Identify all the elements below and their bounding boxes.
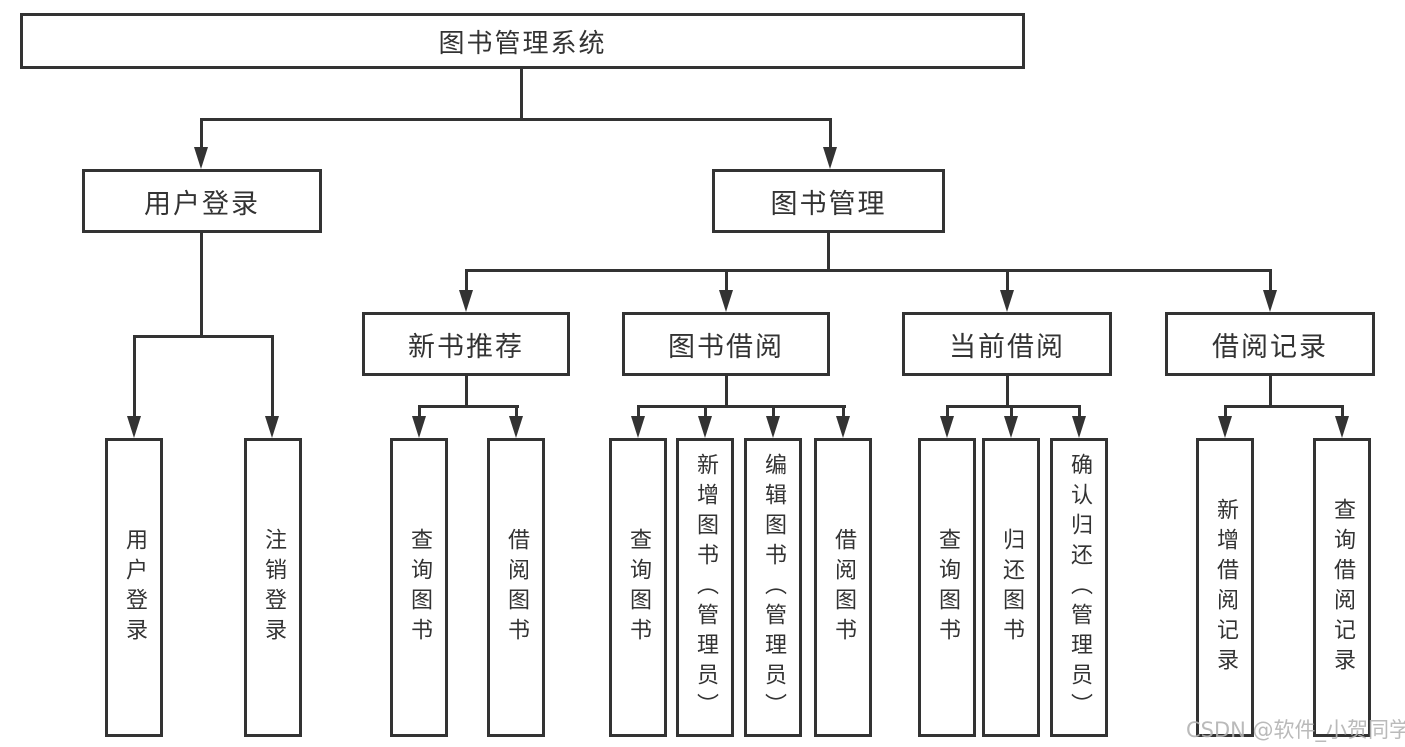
connector-drop-level3 — [1269, 269, 1272, 292]
connector-book-management-stem — [827, 233, 830, 272]
connector-current-stem — [1006, 376, 1009, 408]
connector-drop-user-login — [200, 118, 203, 149]
connector-root-stem — [520, 69, 523, 121]
connector-recommend-stem — [465, 376, 468, 408]
connector-records-stem — [1269, 376, 1272, 408]
arrow-down-icon — [823, 147, 837, 169]
node-label: 图书借阅 — [668, 331, 784, 363]
connector-drop-leaf — [1341, 405, 1344, 418]
node-new-book-recommend: 新书推荐 — [362, 312, 570, 376]
leaf-recommend-borrow-books: 借阅图书 — [487, 438, 545, 737]
leaf-label: 编辑图书（管理员） — [761, 452, 786, 723]
arrow-down-icon — [412, 416, 426, 438]
connector-drop-leaf — [772, 405, 775, 418]
node-book-management: 图书管理 — [712, 169, 945, 233]
arrow-down-icon — [127, 416, 141, 438]
connector-drop-level3 — [1006, 269, 1009, 292]
connector-drop-leaf — [271, 335, 274, 418]
connector-current-bar — [946, 405, 1081, 408]
connector-borrow-stem — [725, 376, 728, 408]
leaf-label: 新增图书（管理员） — [693, 452, 718, 723]
node-library-system: 图书管理系统 — [20, 13, 1025, 69]
node-label: 当前借阅 — [949, 331, 1065, 363]
connector-drop-leaf — [418, 405, 421, 418]
connector-drop-leaf — [946, 405, 949, 418]
connector-drop-leaf — [515, 405, 518, 418]
leaf-borrow-query-books: 查询图书 — [609, 438, 667, 737]
connector-drop-leaf — [637, 405, 640, 418]
leaf-label: 新增借阅记录 — [1213, 497, 1238, 678]
connector-drop-book-management — [829, 118, 832, 149]
leaf-label: 注销登录 — [261, 527, 286, 648]
leaf-label: 借阅图书 — [831, 527, 856, 648]
leaf-label: 借阅图书 — [504, 527, 529, 648]
arrow-down-icon — [719, 290, 733, 312]
node-user-login: 用户登录 — [82, 169, 322, 233]
node-label: 图书管理 — [770, 188, 887, 220]
connector-user-login-bar — [133, 335, 274, 338]
leaf-label: 查询图书 — [407, 527, 432, 648]
connector-drop-level3 — [465, 269, 468, 292]
arrow-down-icon — [265, 416, 279, 438]
leaf-current-return-books: 归还图书 — [982, 438, 1040, 737]
leaf-records-query-record: 查询借阅记录 — [1313, 438, 1371, 737]
leaf-borrow-edit-books-admin: 编辑图书（管理员） — [744, 438, 802, 737]
node-label: 新书推荐 — [408, 331, 524, 363]
node-label: 用户登录 — [144, 188, 260, 220]
connector-drop-leaf — [704, 405, 707, 418]
connector-records-bar — [1224, 405, 1344, 408]
leaf-logout: 注销登录 — [244, 438, 302, 737]
arrow-down-icon — [698, 416, 712, 438]
leaf-current-confirm-return-admin: 确认归还（管理员） — [1050, 438, 1108, 737]
leaf-label: 查询借阅记录 — [1330, 497, 1355, 678]
arrow-down-icon — [1072, 416, 1086, 438]
connector-drop-leaf — [1078, 405, 1081, 418]
csdn-watermark: CSDN @软件_小贺同学 — [1186, 718, 1405, 742]
connector-drop-leaf — [1224, 405, 1227, 418]
leaf-label: 归还图书 — [999, 527, 1024, 648]
connector-book-management-bar — [465, 269, 1272, 272]
arrow-down-icon — [194, 147, 208, 169]
node-borrow-records: 借阅记录 — [1165, 312, 1375, 376]
leaf-label: 查询图书 — [626, 527, 651, 648]
arrow-down-icon — [836, 416, 850, 438]
leaf-current-query-books: 查询图书 — [918, 438, 976, 737]
arrow-down-icon — [1004, 416, 1018, 438]
arrow-down-icon — [1218, 416, 1232, 438]
leaf-label: 查询图书 — [935, 527, 960, 648]
leaf-label: 用户登录 — [122, 527, 147, 648]
connector-root-bar — [200, 118, 832, 121]
arrow-down-icon — [1000, 290, 1014, 312]
arrow-down-icon — [631, 416, 645, 438]
leaf-borrow-add-books-admin: 新增图书（管理员） — [676, 438, 734, 737]
node-current-borrow: 当前借阅 — [902, 312, 1112, 376]
arrow-down-icon — [509, 416, 523, 438]
connector-drop-leaf — [842, 405, 845, 418]
arrow-down-icon — [1335, 416, 1349, 438]
arrow-down-icon — [766, 416, 780, 438]
arrow-down-icon — [1263, 290, 1277, 312]
leaf-recommend-query-books: 查询图书 — [390, 438, 448, 737]
leaf-label: 确认归还（管理员） — [1067, 452, 1092, 723]
leaf-records-add-record: 新增借阅记录 — [1196, 438, 1254, 737]
node-label: 图书管理系统 — [438, 28, 607, 59]
leaf-borrow-borrow-books: 借阅图书 — [814, 438, 872, 737]
arrow-down-icon — [940, 416, 954, 438]
node-book-borrow: 图书借阅 — [622, 312, 830, 376]
connector-user-login-stem — [200, 233, 203, 338]
connector-recommend-bar — [418, 405, 519, 408]
node-label: 借阅记录 — [1212, 331, 1328, 363]
connector-borrow-bar — [637, 405, 846, 408]
connector-drop-level3 — [725, 269, 728, 292]
arrow-down-icon — [459, 290, 473, 312]
leaf-user-login: 用户登录 — [105, 438, 163, 737]
connector-drop-leaf — [133, 335, 136, 418]
connector-drop-leaf — [1010, 405, 1013, 418]
